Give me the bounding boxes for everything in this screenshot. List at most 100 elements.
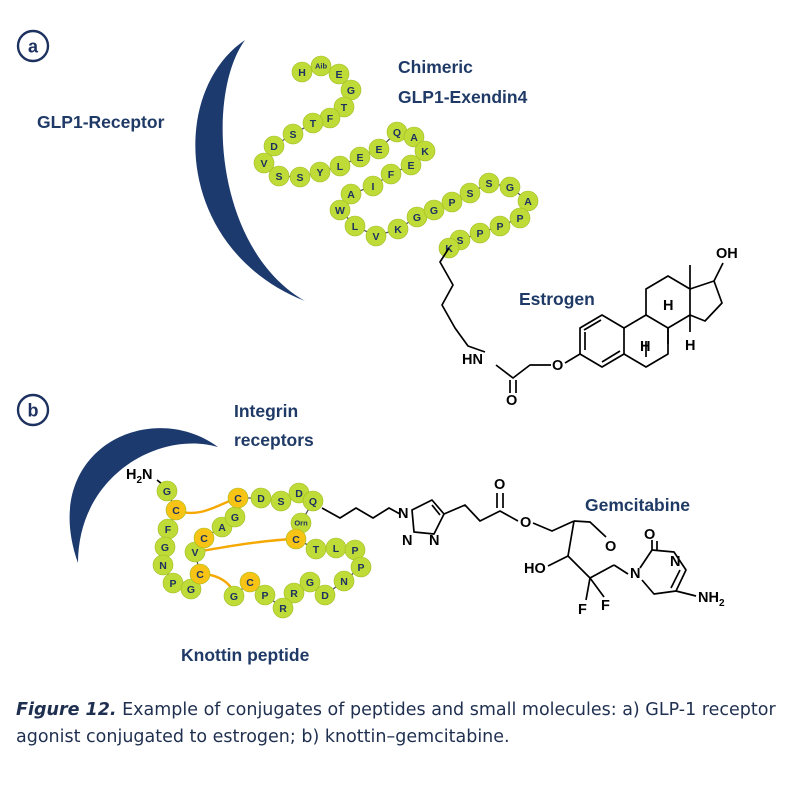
- residue-label: Orn: [294, 519, 308, 528]
- residue-label: C: [234, 493, 242, 505]
- residue-bead: [156, 480, 178, 502]
- residue-bead: [289, 166, 311, 188]
- residue-bead: [310, 55, 332, 77]
- residue-bead: [489, 215, 511, 237]
- residue-label: C: [196, 569, 204, 581]
- residue-label: A: [524, 196, 532, 208]
- residue-label: G: [306, 577, 314, 589]
- residue-label: G: [413, 212, 421, 224]
- residue-label: S: [296, 172, 303, 184]
- residue-label: D: [270, 141, 278, 153]
- residue-label: C: [200, 533, 208, 545]
- cytosine-n3-label: N: [670, 554, 680, 570]
- residue-bead: [333, 570, 355, 592]
- residue-label: V: [260, 158, 267, 170]
- residue-label: S: [275, 171, 282, 183]
- residue-label: E: [335, 69, 342, 81]
- residue-label: L: [333, 543, 340, 555]
- residue-bead: [329, 199, 351, 221]
- residue-bead: [362, 175, 384, 197]
- receptors-label: receptors: [234, 430, 314, 450]
- residue-bead: [291, 61, 313, 83]
- residue-label: L: [337, 161, 344, 173]
- residue-label: Q: [393, 127, 401, 139]
- h-label: H: [663, 298, 673, 314]
- chimeric-label: Chimeric: [398, 57, 473, 77]
- residue-label: H: [298, 67, 306, 79]
- residue-label: K: [394, 224, 402, 236]
- residue-label: F: [388, 169, 395, 181]
- residue-bead: [272, 597, 294, 619]
- residue-label: L: [352, 221, 359, 233]
- residue-bead: [254, 584, 276, 606]
- residue-label: T: [313, 544, 320, 556]
- triazole-ring: [411, 499, 445, 535]
- residue-bead: [333, 96, 355, 118]
- residue-label: T: [341, 102, 348, 114]
- residue-label: F: [165, 524, 172, 536]
- fluorine-label: F: [578, 602, 587, 618]
- propyl-linker: [321, 507, 401, 519]
- residue-label: E: [407, 160, 414, 172]
- panel-b-badge: [16, 393, 50, 427]
- h-label: H: [640, 339, 650, 355]
- residue-label: F: [327, 113, 334, 125]
- lysine-linker: [439, 247, 486, 353]
- residue-label: D: [295, 488, 303, 500]
- integrin-receptor-shape: [69, 428, 218, 563]
- residue-bead: [223, 585, 245, 607]
- residue-label: A: [218, 522, 226, 534]
- residue-label: Aib: [315, 62, 328, 71]
- residue-bead: [299, 571, 321, 593]
- ether-o-label: O: [552, 358, 563, 374]
- residue-label: Q: [309, 496, 317, 508]
- residue-bead: [227, 487, 249, 509]
- integrin-label: Integrin: [234, 401, 298, 421]
- residue-label: S: [485, 178, 492, 190]
- residue-label: A: [347, 189, 355, 201]
- n-terminus-label: H2N: [126, 467, 153, 486]
- residue-bead: [250, 487, 272, 509]
- residue-label: G: [161, 542, 169, 554]
- residue-bead: [253, 152, 275, 174]
- residue-label: N: [159, 560, 167, 572]
- residue-bead: [344, 215, 366, 237]
- panel-a: a GLP1-Receptor Chimeric GLP1-Exendin4 E…: [16, 29, 738, 409]
- residue-label: G: [506, 182, 514, 194]
- caption-label: Figure 12.: [16, 700, 117, 720]
- residue-label: P: [516, 213, 523, 225]
- figure-diagram: a GLP1-Receptor Chimeric GLP1-Exendin4 E…: [16, 29, 738, 665]
- residue-bead: [189, 563, 211, 585]
- residue-bead: [499, 176, 521, 198]
- residue-label: E: [356, 152, 363, 164]
- residue-label: C: [246, 577, 254, 589]
- residue-label: D: [257, 493, 265, 505]
- propanoate-chain: [443, 504, 519, 522]
- panel-b-letter: b: [28, 401, 39, 421]
- residue-label: P: [351, 545, 358, 557]
- residue-label: G: [230, 591, 238, 603]
- residue-label: P: [476, 228, 483, 240]
- residue-label: I: [372, 181, 375, 193]
- residue-bead: [302, 112, 324, 134]
- residue-label: G: [163, 486, 171, 498]
- panel-a-letter: a: [28, 37, 39, 57]
- residue-label: P: [169, 578, 176, 590]
- residue-bead: [193, 527, 215, 549]
- fluorine-label: F: [601, 598, 610, 614]
- cytosine-ring: [639, 540, 697, 597]
- ester-carbonyl-o-label: O: [494, 477, 505, 493]
- hydroxyl-label: OH: [716, 246, 738, 262]
- residue-label: N: [340, 576, 348, 588]
- residue-bead: [329, 155, 351, 177]
- amide-bonds: [495, 364, 551, 379]
- residue-label: W: [335, 205, 345, 217]
- residue-label: G: [187, 584, 195, 596]
- triazole-n-label: N: [429, 533, 439, 549]
- amine-nh2-label: NH2: [698, 590, 725, 609]
- residue-bead: [285, 528, 307, 550]
- residue-bead: [509, 207, 531, 229]
- residue-bead: [302, 490, 324, 512]
- estradiol-structure: [579, 262, 724, 368]
